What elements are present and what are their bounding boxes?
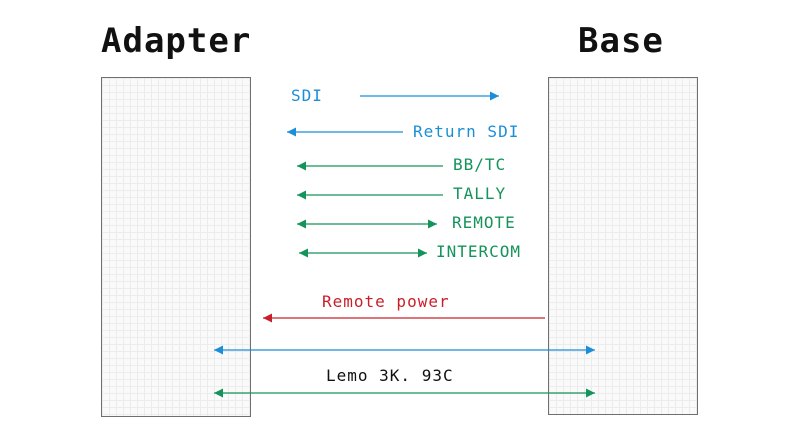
bbtc-label: BB/TC [453, 155, 507, 174]
remote-power-label: Remote power [322, 292, 450, 311]
base-title: Base [578, 21, 664, 61]
base-block [548, 77, 698, 415]
remote-label: REMOTE [452, 213, 516, 232]
adapter-block [101, 77, 251, 417]
lemo-connector-label: Lemo 3K. 93C [326, 366, 454, 385]
return-sdi-label: Return SDI [413, 122, 520, 141]
tally-label: TALLY [453, 184, 507, 203]
adapter-title: Adapter [101, 21, 252, 61]
sdi-label: SDI [291, 86, 323, 105]
intercom-label: INTERCOM [436, 242, 522, 261]
